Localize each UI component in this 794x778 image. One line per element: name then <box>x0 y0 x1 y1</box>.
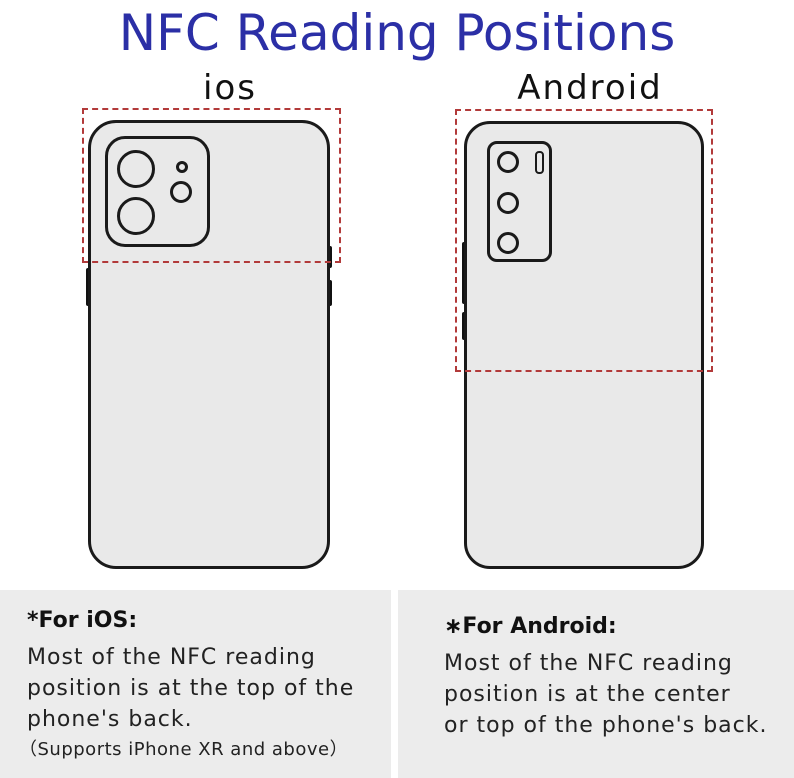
ios-info-panel: *For iOS: Most of the NFC reading positi… <box>0 590 391 778</box>
ios-panel-note: （Supports iPhone XR and above） <box>19 739 349 760</box>
android-info-panel: ∗For Android: Most of the NFC reading po… <box>398 590 794 778</box>
android-label: Android <box>517 68 663 108</box>
android-camera-lens-icon <box>497 192 519 214</box>
android-camera-lens-icon <box>497 151 519 173</box>
android-nfc-zone <box>455 109 713 372</box>
page-title: NFC Reading Positions <box>118 4 676 62</box>
ios-camera-lens-icon <box>170 181 192 203</box>
android-camera-lens-icon <box>497 232 519 254</box>
ios-camera-lens-icon <box>117 197 155 235</box>
ios-nfc-zone <box>82 108 341 263</box>
android-panel-line: position is at the center <box>444 682 731 707</box>
ios-flash-icon <box>176 161 188 173</box>
android-camera-module <box>487 141 552 262</box>
ios-camera-module <box>105 136 210 247</box>
ios-panel-line: phone's back. <box>27 707 193 732</box>
android-panel-line: Most of the NFC reading <box>444 651 733 676</box>
android-panel-title: ∗For Android: <box>444 614 617 639</box>
android-flash-icon <box>535 151 544 174</box>
ios-panel-line: position is at the top of the <box>27 676 355 701</box>
ios-camera-lens-icon <box>117 150 155 188</box>
android-panel-line: or top of the phone's back. <box>444 713 768 738</box>
ios-panel-title: *For iOS: <box>27 608 138 633</box>
ios-label: ios <box>203 68 257 108</box>
ios-panel-line: Most of the NFC reading <box>27 645 316 670</box>
